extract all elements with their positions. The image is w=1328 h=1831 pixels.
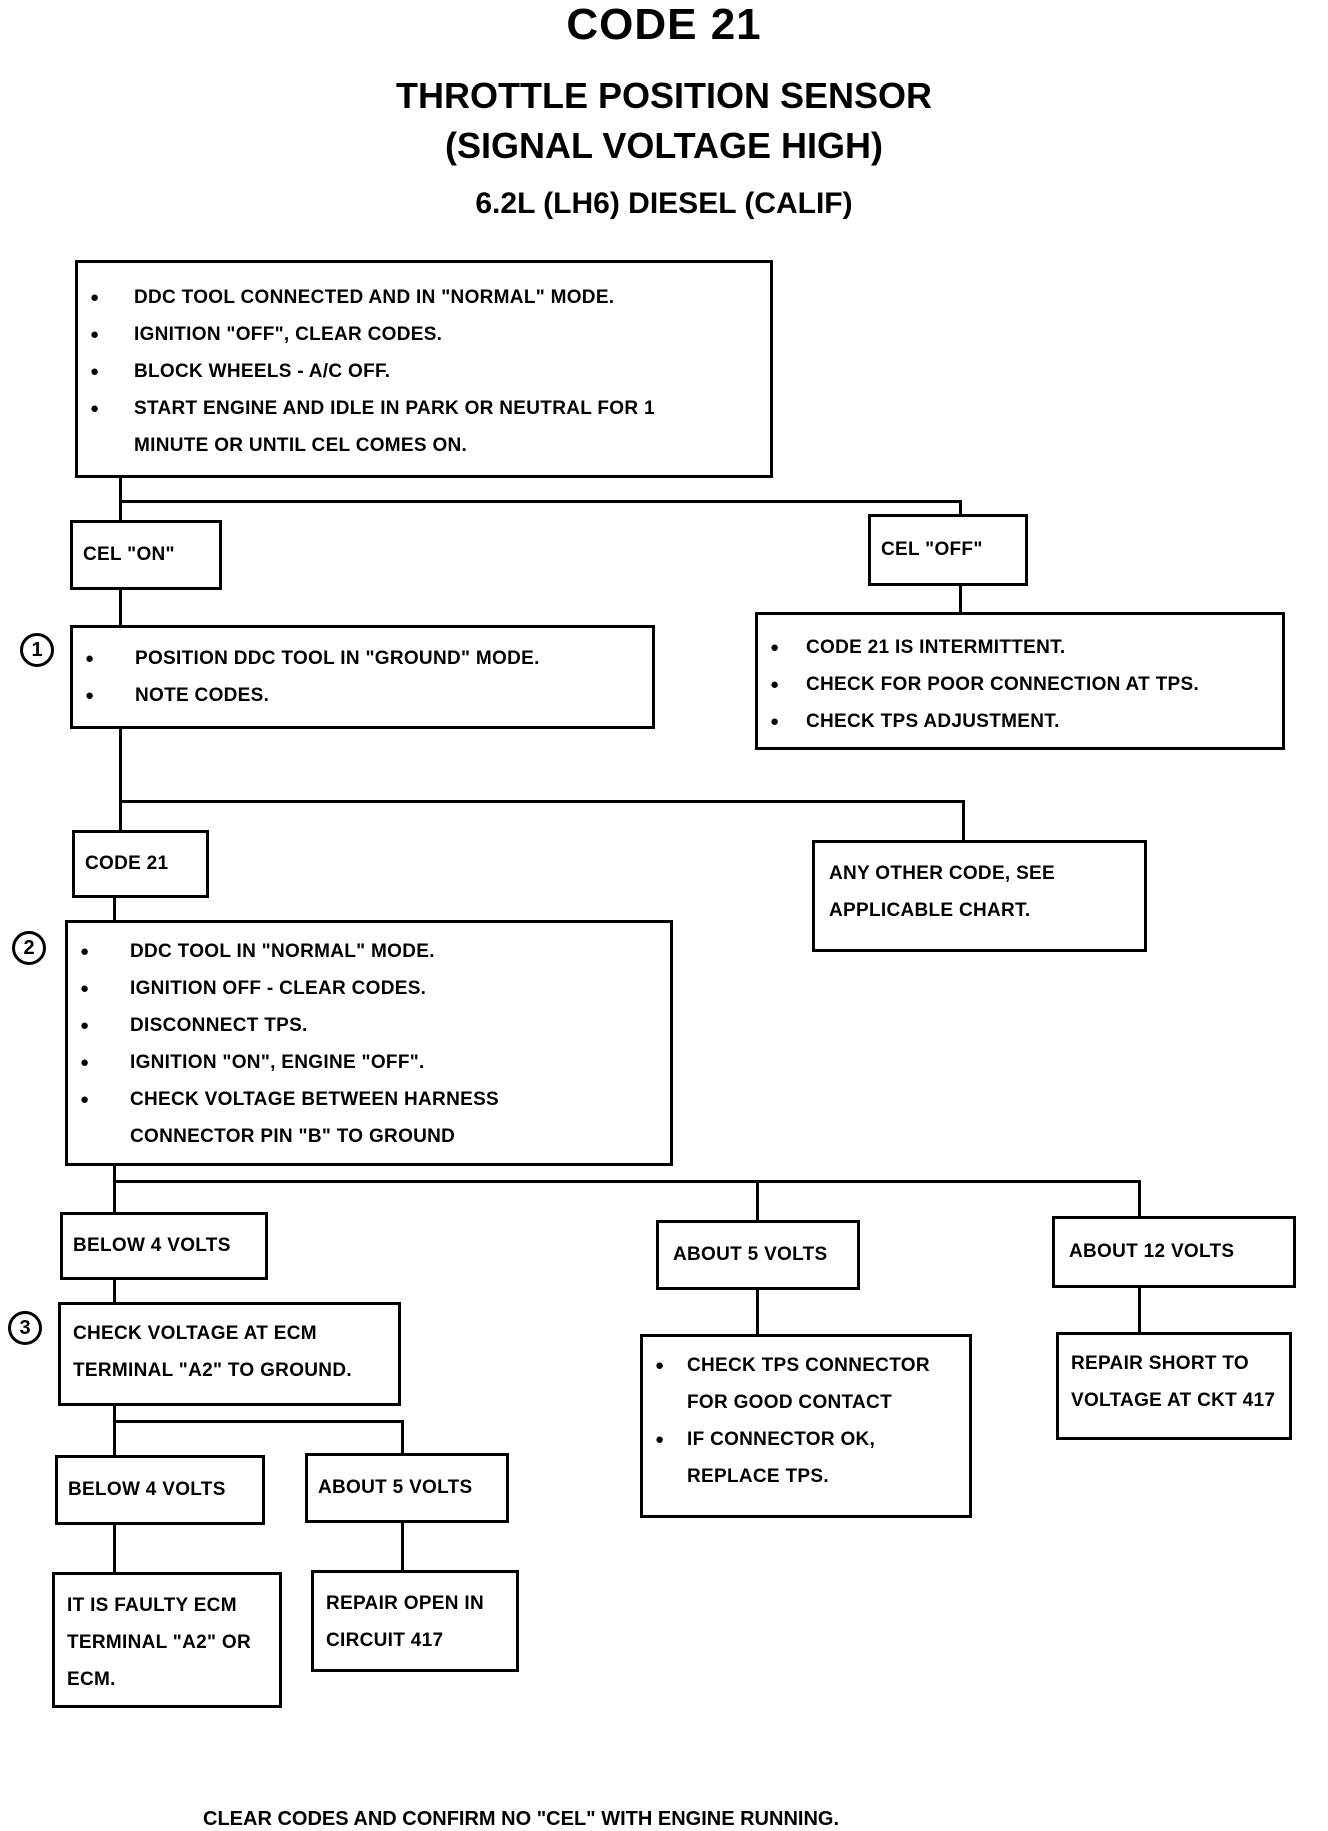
step-2-item: CHECK VOLTAGE BETWEEN HARNESS CONNECTOR … [68, 1081, 670, 1155]
intermittent-step: CODE 21 IS INTERMITTENT. [758, 629, 1282, 666]
step-1-item: POSITION DDC TOOL IN "GROUND" MODE. [73, 640, 652, 677]
connector-line [119, 587, 122, 627]
connector-line [962, 800, 965, 842]
connector-line [113, 1420, 404, 1423]
connector-line [1138, 1180, 1141, 1218]
chart-subtitle-condition: (SIGNAL VOLTAGE HIGH) [445, 125, 883, 166]
connector-line [756, 1290, 759, 1336]
connector-line [119, 726, 122, 832]
initial-step: IGNITION "OFF", CLEAR CODES. [78, 316, 770, 353]
connector-line [959, 584, 962, 614]
step-1-marker: 1 [20, 633, 54, 667]
initial-steps-box: DDC TOOL CONNECTED AND IN "NORMAL" MODE.… [75, 260, 773, 478]
page-title: CODE 21 [566, 0, 762, 49]
chart-subtitle: THROTTLE POSITION SENSOR [395, 75, 933, 116]
cel-off-box: CEL "OFF" [868, 514, 1028, 586]
repair-short-box: REPAIR SHORT TO VOLTAGE AT CKT 417 [1056, 1332, 1292, 1440]
connector-line [756, 1180, 759, 1222]
cel-on-box: CEL "ON" [70, 520, 222, 590]
connector-line [113, 1403, 116, 1458]
tps-action: CHECK TPS CONNECTOR FOR GOOD CONTACT [643, 1347, 969, 1421]
intermittent-step: CHECK TPS ADJUSTMENT. [758, 703, 1282, 740]
other-code-box: ANY OTHER CODE, SEE APPLICABLE CHART. [812, 840, 1147, 952]
intermittent-box: CODE 21 IS INTERMITTENT. CHECK FOR POOR … [755, 612, 1285, 750]
intermittent-step: CHECK FOR POOR CONNECTION AT TPS. [758, 666, 1282, 703]
below-4-volts-box: BELOW 4 VOLTS [60, 1212, 268, 1280]
step-3-marker: 3 [8, 1311, 42, 1345]
initial-step: START ENGINE AND IDLE IN PARK OR NEUTRAL… [78, 390, 770, 464]
code-21-box: CODE 21 [72, 830, 209, 898]
step-2-item: IGNITION OFF - CLEAR CODES. [68, 970, 670, 1007]
connector-line [113, 1164, 116, 1214]
step-2-box: DDC TOOL IN "NORMAL" MODE. IGNITION OFF … [65, 920, 673, 1166]
connector-line [959, 500, 962, 515]
faulty-ecm-box: IT IS FAULTY ECM TERMINAL "A2" OR ECM. [52, 1572, 282, 1708]
connector-line [401, 1520, 404, 1572]
tps-connector-box: CHECK TPS CONNECTOR FOR GOOD CONTACT IF … [640, 1334, 972, 1518]
repair-open-box: REPAIR OPEN IN CIRCUIT 417 [311, 1570, 519, 1672]
about-5-volts-box: ABOUT 5 VOLTS [656, 1220, 860, 1290]
initial-step: DDC TOOL CONNECTED AND IN "NORMAL" MODE. [78, 279, 770, 316]
connector-line [119, 500, 962, 503]
footer-note: CLEAR CODES AND CONFIRM NO "CEL" WITH EN… [203, 1808, 839, 1830]
below-4-volts-ecm-box: BELOW 4 VOLTS [55, 1455, 265, 1525]
step-2-item: DDC TOOL IN "NORMAL" MODE. [68, 933, 670, 970]
step-1-item: NOTE CODES. [73, 677, 652, 714]
about-12-volts-box: ABOUT 12 VOLTS [1052, 1216, 1296, 1288]
connector-line [119, 475, 122, 520]
connector-line [1138, 1286, 1141, 1334]
engine-label: 6.2L (LH6) DIESEL (CALIF) [475, 187, 853, 220]
connector-line [113, 1180, 1141, 1183]
connector-line [119, 800, 965, 803]
connector-line [401, 1420, 404, 1455]
about-5-volts-ecm-box: ABOUT 5 VOLTS [305, 1453, 509, 1523]
step-2-item: IGNITION "ON", ENGINE "OFF". [68, 1044, 670, 1081]
step-1-box: POSITION DDC TOOL IN "GROUND" MODE. NOTE… [70, 625, 655, 729]
step-2-marker: 2 [12, 931, 46, 965]
connector-line [113, 1522, 116, 1574]
initial-step: BLOCK WHEELS - A/C OFF. [78, 353, 770, 390]
step-2-item: DISCONNECT TPS. [68, 1007, 670, 1044]
connector-line [113, 1277, 116, 1305]
step-3-box: CHECK VOLTAGE AT ECM TERMINAL "A2" TO GR… [58, 1302, 401, 1406]
tps-action: IF CONNECTOR OK, REPLACE TPS. [643, 1421, 969, 1495]
connector-line [113, 895, 116, 925]
